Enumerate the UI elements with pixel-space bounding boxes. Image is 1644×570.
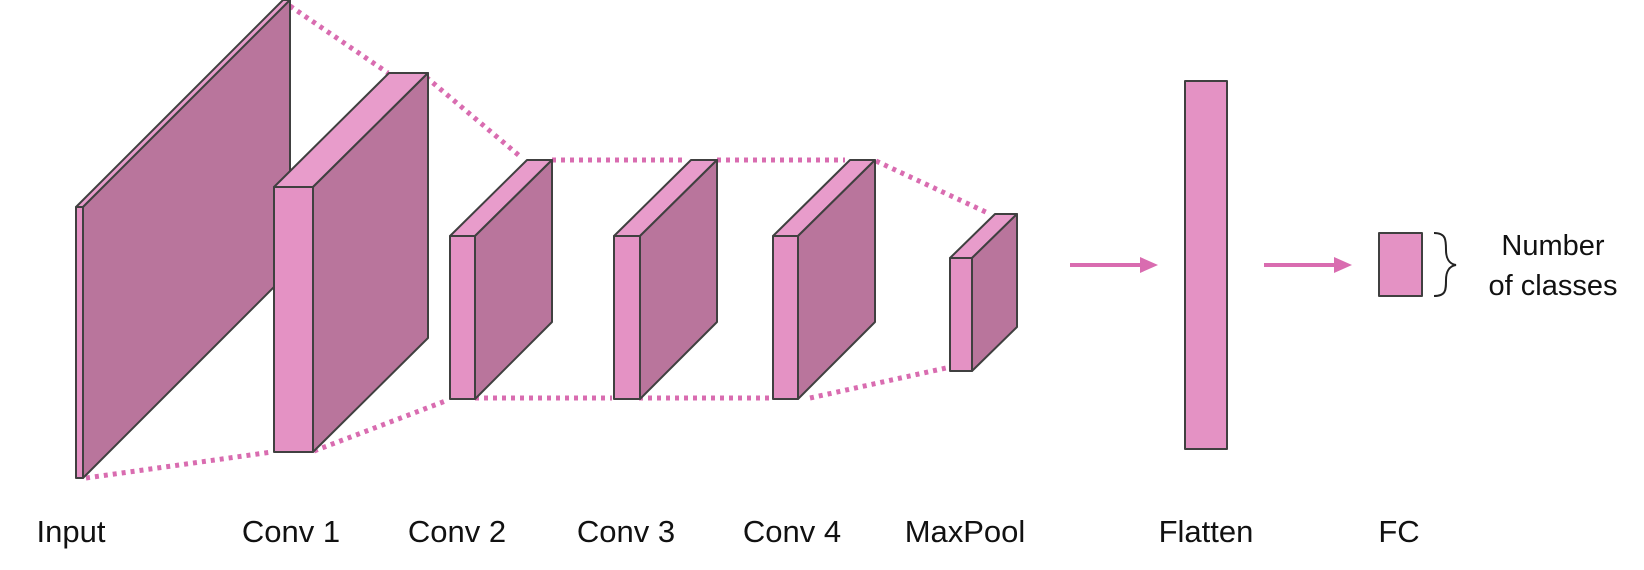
fc-layer-block: [1378, 232, 1423, 297]
input-layer-side-face: [82, 0, 291, 479]
conv4-layer-block: [772, 159, 876, 400]
layer-label-conv2: Conv 2: [408, 514, 506, 549]
arrow-maxpool-flatten-head: [1140, 257, 1158, 273]
conv3-layer-front-face: [613, 235, 641, 400]
flatten-layer-block: [1184, 80, 1228, 450]
connector-input-conv1-top: [288, 3, 390, 76]
layer-labels: Input Conv 1 Conv 2 Conv 3 Conv 4 MaxPoo…: [37, 514, 1420, 549]
connector-input-conv1-bottom: [85, 449, 273, 481]
conv4-layer-front-face: [772, 235, 799, 400]
maxpool-layer-block: [949, 213, 1018, 372]
arrow-maxpool-to-flatten: [1070, 257, 1158, 273]
layer-label-conv3: Conv 3: [577, 514, 675, 549]
conv2-layer-block: [449, 159, 553, 400]
layer-connectors: [85, 3, 992, 481]
maxpool-layer-front-face: [949, 257, 973, 372]
layer-label-fc: FC: [1378, 514, 1419, 549]
layer-label-flatten: Flatten: [1159, 514, 1254, 549]
input-layer-block: [75, 0, 291, 479]
fc-note-line1: Number: [1501, 230, 1604, 262]
arrow-flatten-fc-head: [1334, 257, 1352, 273]
connector-conv4-maxpool-top: [874, 158, 992, 217]
connector-conv1-conv2-bottom: [313, 397, 449, 454]
layer-label-maxpool: MaxPool: [905, 514, 1026, 549]
input-layer-front-face: [75, 206, 84, 479]
layer-label-conv4: Conv 4: [743, 514, 841, 549]
conv1-layer-block: [273, 72, 429, 453]
number-of-classes-brace-icon: [1433, 232, 1457, 297]
conv1-layer-front-face: [273, 186, 314, 453]
fc-note-line2: of classes: [1489, 270, 1618, 302]
conv3-layer-block: [613, 159, 718, 400]
layer-label-conv1: Conv 1: [242, 514, 340, 549]
arrow-flatten-to-fc: [1264, 257, 1352, 273]
layer-label-input: Input: [37, 514, 106, 549]
connector-conv4-maxpool-bottom: [809, 365, 947, 401]
conv2-layer-front-face: [449, 235, 476, 400]
connector-conv1-conv2-top: [424, 75, 524, 160]
